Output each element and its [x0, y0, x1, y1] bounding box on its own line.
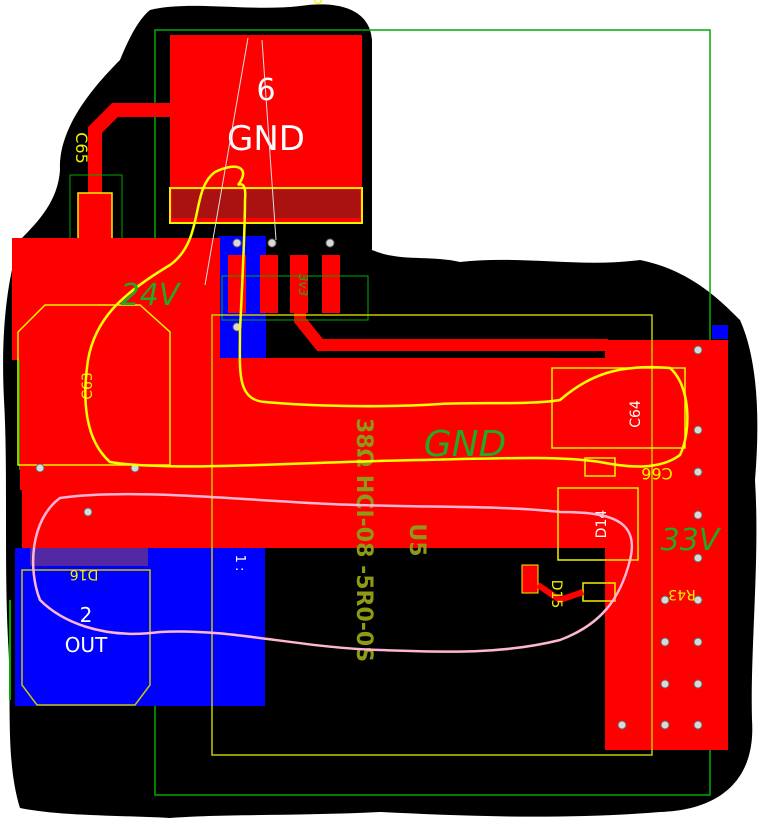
via: [693, 467, 703, 477]
via: [83, 507, 93, 517]
label-c64: C64: [628, 400, 644, 428]
out-trace-plane[interactable]: [22, 490, 617, 548]
via: [660, 637, 670, 647]
annotation-3v3: 3v3: [296, 274, 310, 296]
via: [267, 238, 277, 248]
via: [693, 720, 703, 730]
via: [693, 345, 703, 355]
d16-outline: [21, 569, 151, 706]
via: [660, 679, 670, 689]
via: [693, 553, 703, 563]
annotation-24v: 24V: [121, 278, 182, 313]
annotation-out-net-loop: [31, 492, 634, 653]
label-c63: C63: [80, 372, 96, 400]
annotation-33v: 33V: [661, 523, 722, 558]
d14-outline: [557, 487, 639, 561]
via: [693, 679, 703, 689]
label-top-ref: U: [313, 0, 323, 8]
annotation-leader: [261, 39, 277, 241]
bottom-copper-out-area: [15, 548, 265, 706]
via: [35, 463, 45, 473]
label-part-number: 38Ω HCI-08 -5R0-0S: [351, 418, 376, 662]
u5-outline: [211, 314, 653, 756]
via: [693, 595, 703, 605]
label-c65: C65: [72, 132, 91, 164]
annotation-24v-net-loop: [84, 165, 689, 468]
via: [325, 238, 335, 248]
via: [693, 510, 703, 520]
out-pad-number: 2: [80, 603, 93, 627]
via: [660, 720, 670, 730]
via: [693, 637, 703, 647]
regulator-pin-2[interactable]: [260, 255, 278, 313]
label-r43: R43: [668, 586, 696, 602]
d16-hatch: [30, 548, 148, 566]
24v-plane[interactable]: [12, 238, 220, 360]
c64-outline: [551, 367, 686, 449]
annotation-leader: [204, 37, 249, 286]
gnd-plane[interactable]: [20, 358, 610, 490]
gnd-pad-net: GND: [227, 119, 305, 159]
label-d16: D16: [70, 566, 99, 582]
d15-trace: [536, 582, 584, 604]
via: [617, 720, 627, 730]
via: [232, 238, 242, 248]
regulator-pin-3[interactable]: [290, 255, 308, 313]
regulator-pin-4[interactable]: [322, 255, 340, 313]
via: [693, 425, 703, 435]
label-d15: D15: [548, 580, 564, 609]
trace-c65: [88, 103, 170, 195]
c66-outline: [584, 457, 616, 477]
d15-pad[interactable]: [521, 564, 539, 594]
bottom-copper-sliver: [712, 325, 728, 339]
label-c66: C66: [641, 464, 673, 483]
gnd-pad-outline: [169, 187, 363, 224]
ic-pin-label: 1 :: [232, 555, 247, 572]
annotation-gnd: GND: [424, 424, 507, 465]
label-u5: U5: [404, 523, 429, 556]
gnd-pad-hatch: [172, 190, 360, 218]
out-pad-net: OUT: [65, 633, 108, 657]
via: [660, 595, 670, 605]
regulator-outline: [221, 275, 369, 321]
